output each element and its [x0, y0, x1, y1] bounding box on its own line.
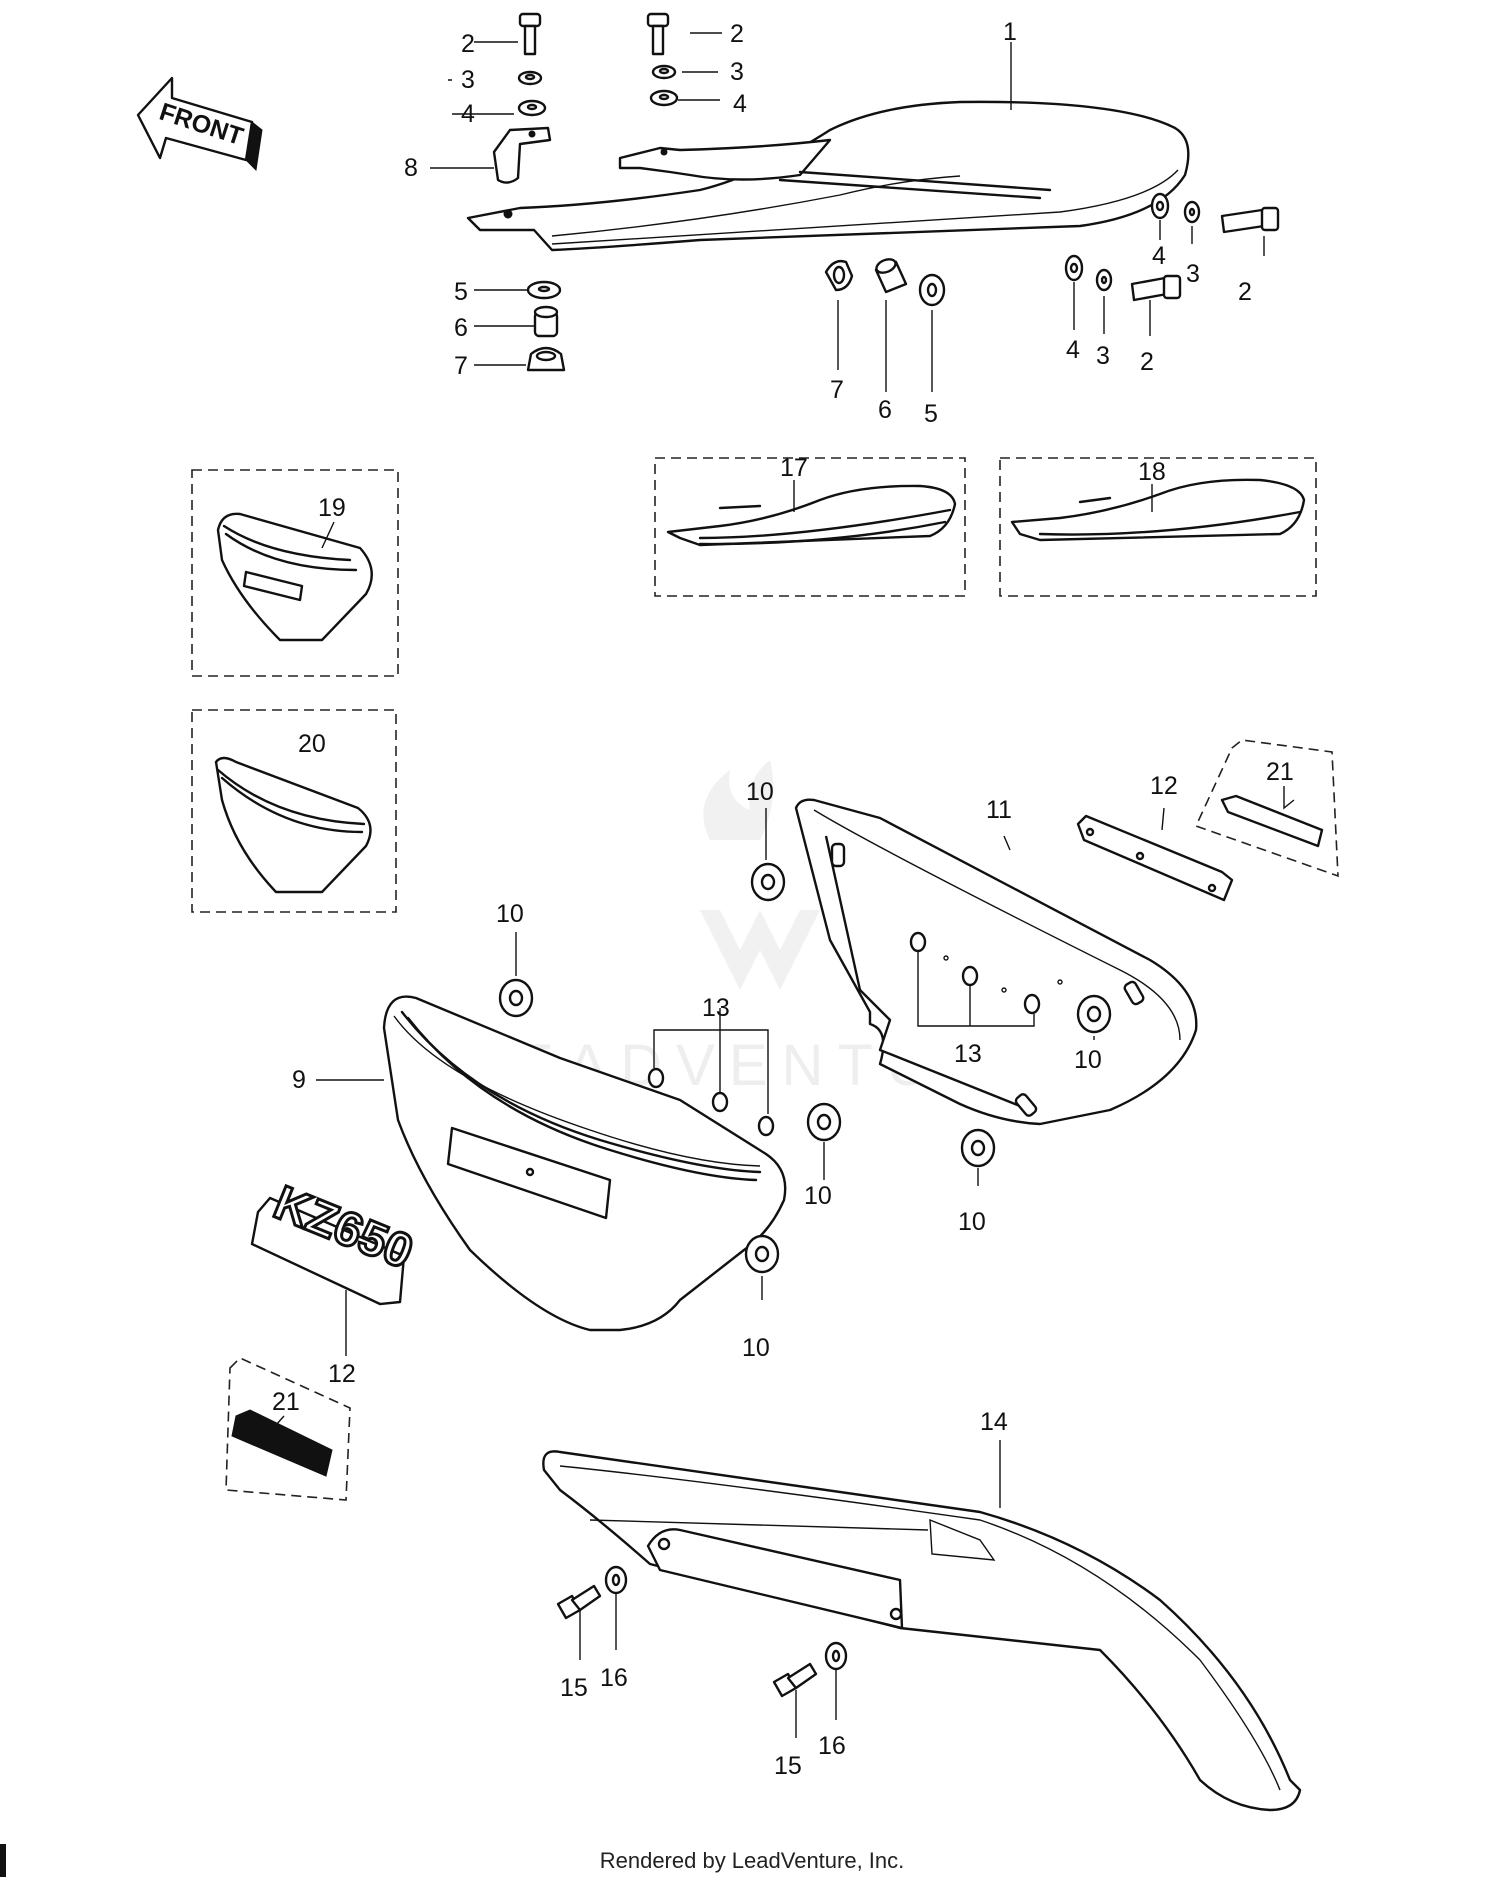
callout-20: 20	[298, 730, 326, 758]
callout-4d: 4	[1066, 336, 1080, 364]
callout-3d: 3	[1096, 342, 1110, 370]
flat-washer-4a	[517, 99, 547, 117]
nut-13f	[1023, 993, 1041, 1015]
lock-washer-3c	[1183, 200, 1201, 224]
flat-washer-4d	[1064, 254, 1084, 282]
seat-variant-18-box	[999, 457, 1317, 597]
callout-10f: 10	[742, 1334, 770, 1362]
callout-13a: 13	[702, 994, 730, 1022]
callout-16b: 16	[818, 1732, 846, 1760]
bolt-15a	[556, 1584, 602, 1620]
washer-16b	[824, 1641, 848, 1671]
bolt-2b	[646, 12, 670, 56]
side-cover-variant-20-box	[191, 709, 397, 913]
collar-6b	[874, 258, 908, 294]
callout-19: 19	[318, 494, 346, 522]
seat	[466, 100, 1190, 252]
leader-lines	[267, 32, 1295, 1738]
callout-labels: 1 2 2 2 2 3 3 3 3 4 4 4 4 5 5 6 6 7 7 8 …	[272, 18, 1294, 1780]
grommet-10a	[750, 862, 786, 902]
grommet-10f	[744, 1234, 780, 1274]
callout-10a: 10	[746, 778, 774, 806]
collar-6a	[533, 305, 559, 338]
callout-12a: 12	[1150, 772, 1178, 800]
nut-13a	[647, 1067, 665, 1089]
callout-14: 14	[980, 1408, 1008, 1436]
callout-7a: 7	[454, 352, 468, 380]
callout-17: 17	[780, 454, 808, 482]
callout-11: 11	[986, 796, 1012, 824]
side-cover-right	[794, 798, 1198, 1126]
callout-1: 1	[1003, 18, 1017, 46]
grommet-10c	[1076, 994, 1112, 1034]
callout-10c: 10	[1074, 1046, 1102, 1074]
callout-10e: 10	[958, 1208, 986, 1236]
callout-6a: 6	[454, 314, 468, 342]
callout-10d: 10	[804, 1182, 832, 1210]
callout-3c: 3	[1186, 260, 1200, 288]
damper-7a	[526, 346, 566, 372]
emblem-21-right-box	[1194, 739, 1339, 878]
bolt-2d	[1130, 274, 1182, 302]
callout-3b: 3	[730, 58, 744, 86]
flat-washer-4c	[1150, 192, 1170, 220]
callout-4c: 4	[1152, 242, 1166, 270]
callout-2d: 2	[1140, 348, 1154, 376]
callout-6b: 6	[878, 396, 892, 424]
seat-variant-17-box	[654, 457, 966, 597]
callout-13b: 13	[954, 1040, 982, 1068]
callout-2c: 2	[1238, 278, 1252, 306]
footer-credit: Rendered by LeadVenture, Inc.	[600, 1848, 905, 1873]
callout-21b: 21	[272, 1388, 300, 1416]
callout-15b: 15	[774, 1752, 802, 1780]
callout-2b: 2	[730, 20, 744, 48]
bolt-2c	[1220, 206, 1280, 234]
flat-washer-4b	[649, 89, 679, 107]
bolt-15b	[772, 1662, 818, 1698]
lock-washer-3b	[651, 64, 677, 80]
callout-8: 8	[404, 154, 418, 182]
callout-18: 18	[1138, 458, 1166, 486]
side-cover-left	[382, 995, 787, 1332]
grommet-10e	[960, 1128, 996, 1168]
emblem-21-left-box	[225, 1357, 351, 1501]
lock-washer-3d	[1095, 268, 1113, 292]
nut-13c	[757, 1115, 775, 1137]
chain-guard	[542, 1450, 1302, 1812]
margin-tick	[0, 1844, 6, 1877]
callout-21a: 21	[1266, 758, 1294, 786]
washer-5a	[526, 280, 562, 300]
callout-4b: 4	[733, 90, 747, 118]
nut-13b	[711, 1091, 729, 1113]
callout-5a: 5	[454, 278, 468, 306]
callout-12b: 12	[328, 1360, 356, 1388]
front-direction-arrow: FRONT	[136, 76, 263, 172]
callout-16a: 16	[600, 1664, 628, 1692]
callout-4a: 4	[461, 100, 475, 128]
emblem-12-plate	[1076, 814, 1234, 902]
grommet-10d	[806, 1102, 842, 1142]
nut-13d	[909, 931, 927, 953]
bolt-2a	[518, 12, 542, 56]
lock-washer-3a	[517, 70, 543, 86]
damper-7b	[824, 259, 854, 292]
washer-5b	[918, 273, 946, 307]
callout-15a: 15	[560, 1674, 588, 1702]
callout-7b: 7	[830, 376, 844, 404]
callout-2a: 2	[461, 30, 475, 58]
grommet-10b	[498, 978, 534, 1018]
nut-13e	[961, 965, 979, 987]
callout-10b: 10	[496, 900, 524, 928]
washer-16a	[604, 1565, 628, 1595]
callout-9: 9	[292, 1066, 306, 1094]
emblem-kz650: KZ650	[250, 1175, 422, 1306]
callout-3a: 3	[461, 66, 475, 94]
side-cover-variant-19-box	[191, 469, 399, 677]
seat-bracket	[492, 126, 552, 184]
callout-5b: 5	[924, 400, 938, 428]
